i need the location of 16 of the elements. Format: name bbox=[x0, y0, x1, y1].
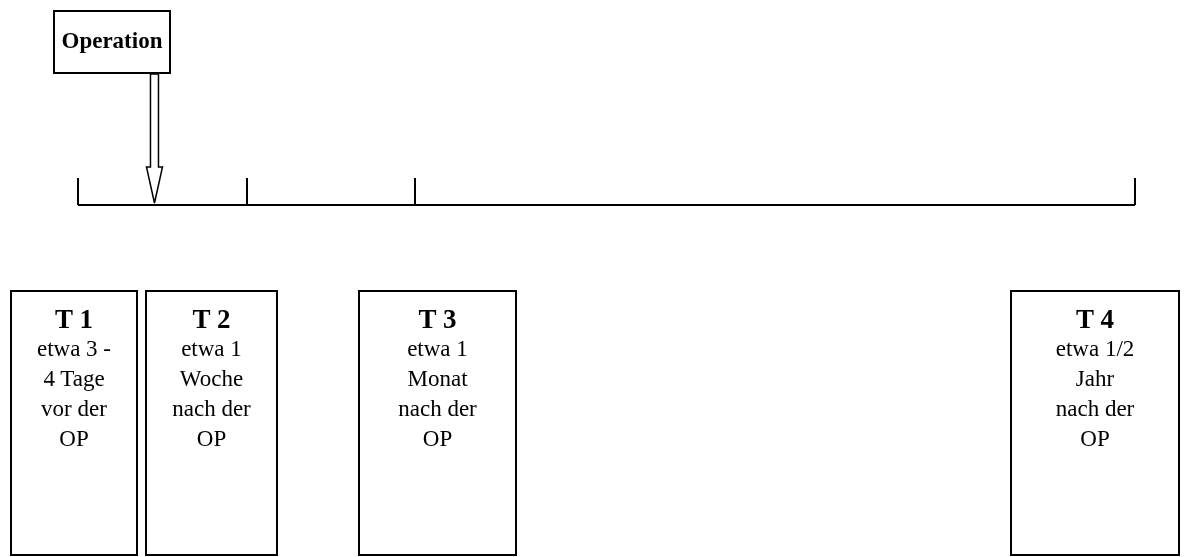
box-text: etwa 1/2 Jahr nach der OP bbox=[1055, 335, 1135, 453]
box-text: etwa 1 Woche nach der OP bbox=[171, 335, 252, 453]
box-heading: T 1 bbox=[54, 304, 94, 334]
box-text: etwa 1 Monat nach der OP bbox=[397, 335, 478, 453]
process-box bbox=[1010, 290, 1180, 556]
box-heading: T 3 bbox=[417, 304, 458, 334]
process-box bbox=[145, 290, 278, 556]
process-box bbox=[10, 290, 138, 556]
process-box bbox=[358, 290, 517, 556]
timeline-bar bbox=[77, 177, 1136, 206]
box-text: etwa 3 - 4 Tage vor der OP bbox=[36, 335, 112, 453]
box-heading: Operation bbox=[60, 27, 164, 55]
arrow bbox=[145, 73, 164, 204]
process-box bbox=[53, 10, 171, 74]
box-heading: T 4 bbox=[1075, 304, 1115, 334]
box-heading: T 2 bbox=[191, 304, 232, 334]
